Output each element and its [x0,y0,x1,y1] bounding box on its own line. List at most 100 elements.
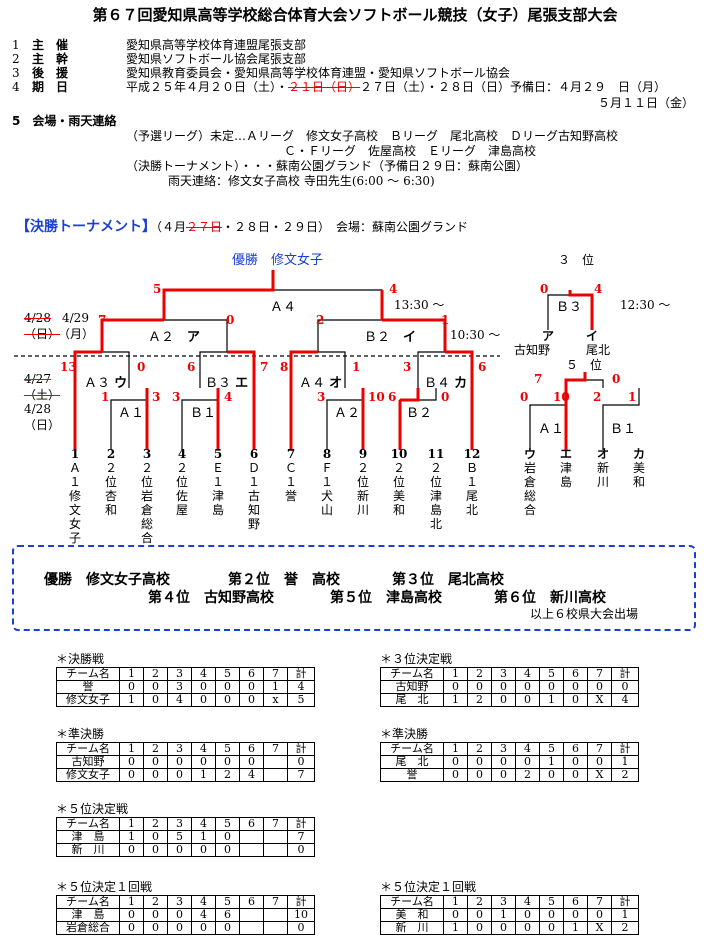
header-cell: 2 [143,667,168,681]
score-cell: 1 [119,830,144,844]
game-b2: Ｂ２ [364,330,391,345]
team-seed: ２位 [392,461,405,489]
score-cell: 0 [143,921,168,935]
team-name: 岩倉総合 [140,489,153,545]
score-cell: 0 [119,680,144,694]
score-cell: 0 [167,843,192,857]
venue-line: （決勝トーナメント）・・・蘇南公園グランド（予備日２９日：蘇南公園） [126,159,529,173]
scorebox-title: ＊準決勝 [56,727,105,741]
score: 1 [352,360,361,374]
score-cell: 1 [539,693,564,707]
score-cell: 0 [491,680,516,694]
team-number: 7 [286,447,296,461]
date: 4/28 [24,402,51,416]
result-3rd: 第３位 尾北高校 [392,572,504,588]
team-number: 9 [358,447,368,461]
score-cell: 0 [443,768,468,782]
total-cell: 10 [287,908,315,922]
venue-line: （予選リーグ）未定…Ａリーグ 修文女子高校 Ｂリーグ 尾北高校 Ｄリーグ古知野高… [126,129,619,143]
period-text: 平成２５年４月２０日（土）・２１日（日）２７日（土）・２８日（日）予備日：４月２… [126,80,666,94]
score-cell: X [587,921,612,935]
info-num: 2 [12,52,20,66]
champion-row: 優勝 修文女子 [232,249,323,268]
team-name: 杏和 [104,489,117,517]
date-strike-day: （日） [24,327,61,341]
score-cell [239,830,264,844]
score-cell: 0 [491,921,516,935]
score-cell: 0 [215,843,240,857]
header-cell: 4 [515,742,540,756]
score-cell: 0 [563,693,588,707]
game-label-a3: Ａ３ ウ [84,372,127,391]
info-num: 4 [12,80,20,94]
winner-path-final [162,270,275,320]
winner-path-third [568,290,594,330]
team-cell: 新 川 [56,843,120,857]
total-cell: 4 [611,693,639,707]
header-cell: 4 [191,742,216,756]
team-name: 新川 [356,489,369,517]
header-cell: 4 [191,817,216,831]
header-cell: 1 [119,895,144,909]
tournament-heading-row: 【決勝トーナメント】（４月２７日・２８日・２９日） 会場：蘇南公園グランド [16,216,468,236]
winner-path-t10 [398,388,420,450]
winner-path-fifth [564,372,587,450]
winner-path-b3 [227,350,256,450]
score-cell: 6 [215,908,240,922]
score-cell [239,843,264,857]
score: 3 [152,390,161,404]
score-cell: 1 [263,680,288,694]
page-title: 第６７回愛知県高等学校総合体育大会ソフトボール競技（女子）尾張支部大会 [92,6,618,24]
score-cell: 1 [191,768,216,782]
score-cell: 0 [215,693,240,707]
team-cell: 誉 [380,768,444,782]
game-label-a4b: Ａ４ オ [299,372,342,391]
score-cell: 0 [143,768,168,782]
score-cell: 0 [515,755,540,769]
side-team-name: 美和 [632,461,645,489]
team-number: 10 [390,447,408,461]
side-team-name: 津島 [559,461,572,489]
header-cell: 計 [287,742,315,756]
team-name: 尾北 [465,489,478,517]
score: 6 [187,360,196,374]
header-cell: 1 [443,895,468,909]
score-cell: 0 [515,921,540,935]
champion-name: 修文女子 [271,253,324,268]
game-a2: Ａ２ [148,330,175,345]
score-cell: 0 [143,693,168,707]
score-cell: 0 [515,680,540,694]
score-cell: 1 [119,693,144,707]
team-cell: 尾 北 [380,693,444,707]
score: 6 [388,390,397,404]
header-cell: チーム名 [56,817,120,831]
team-seed: ２位 [140,461,153,489]
score-cell: 0 [563,908,588,922]
team-seed: Ａ１ [68,461,81,489]
team-name: 美和 [392,489,405,517]
score: 8 [280,360,289,374]
header-cell: 3 [167,895,192,909]
score-cell: 4 [167,693,192,707]
header-cell: 5 [215,817,240,831]
score-cell: 0 [167,921,192,935]
score-cell: 0 [191,921,216,935]
score: 0 [540,282,549,296]
side-i: イ [586,329,599,343]
side-team-key: ウ [523,447,536,461]
team-seed: Ｂ１ [465,461,478,489]
header-cell: 5 [215,742,240,756]
score: 0 [137,360,146,374]
score: 7 [98,313,107,327]
side-team-key: オ [596,447,609,461]
header-cell: 2 [467,895,492,909]
